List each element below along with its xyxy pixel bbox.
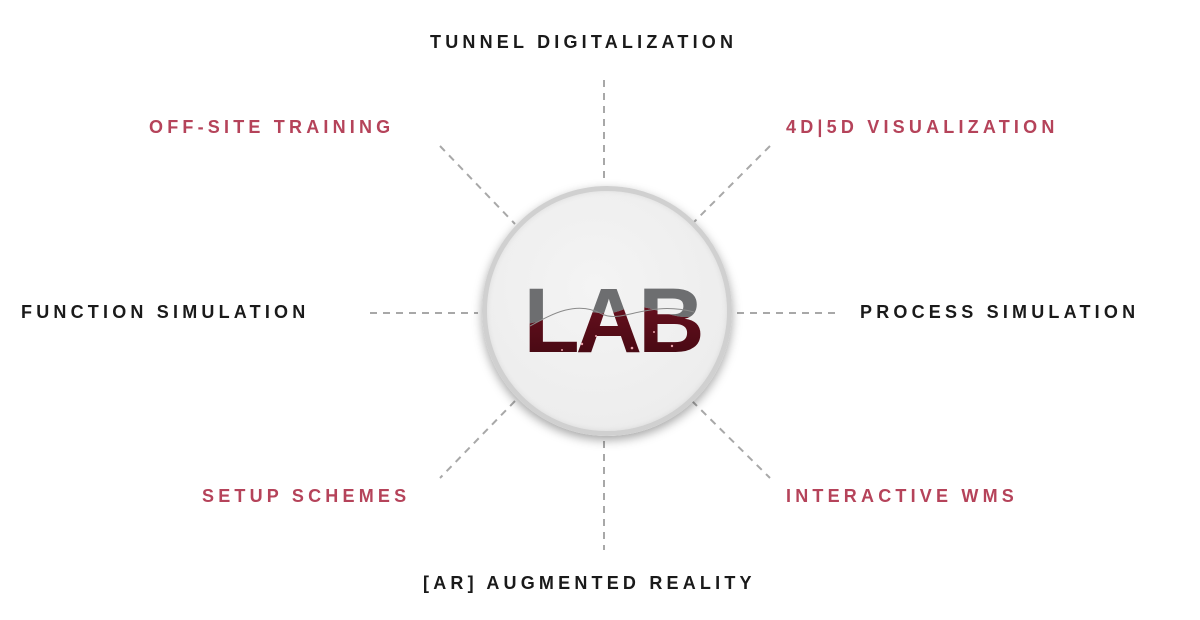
lab-logo-graphic: LAB LAB: [523, 270, 702, 362]
lab-logo: LAB LAB: [522, 270, 702, 362]
node-tunnel-digitalization: TUNNEL DIGITALIZATION: [430, 32, 738, 52]
connector-bottom-right: [691, 400, 771, 479]
node-setup-schemes: SETUP SCHEMES: [202, 486, 411, 506]
node-ar-augmented-reality: [AR] AUGMENTED REALITY: [423, 573, 756, 593]
node-off-site-training: OFF-SITE TRAINING: [149, 117, 395, 137]
node-interactive-wms: INTERACTIVE WMS: [786, 486, 1018, 506]
lab-logo-swoosh: [529, 307, 695, 327]
connector-top-left: [439, 145, 516, 225]
connector-bottom-left: [439, 400, 516, 479]
node-function-simulation: FUNCTION SIMULATION: [21, 302, 310, 322]
node-process-simulation: PROCESS SIMULATION: [860, 302, 1140, 322]
lab-logo-sparkles: [561, 331, 674, 351]
node-4d-5d-visualization: 4D|5D VISUALIZATION: [786, 117, 1059, 137]
connector-top-right: [691, 145, 771, 225]
